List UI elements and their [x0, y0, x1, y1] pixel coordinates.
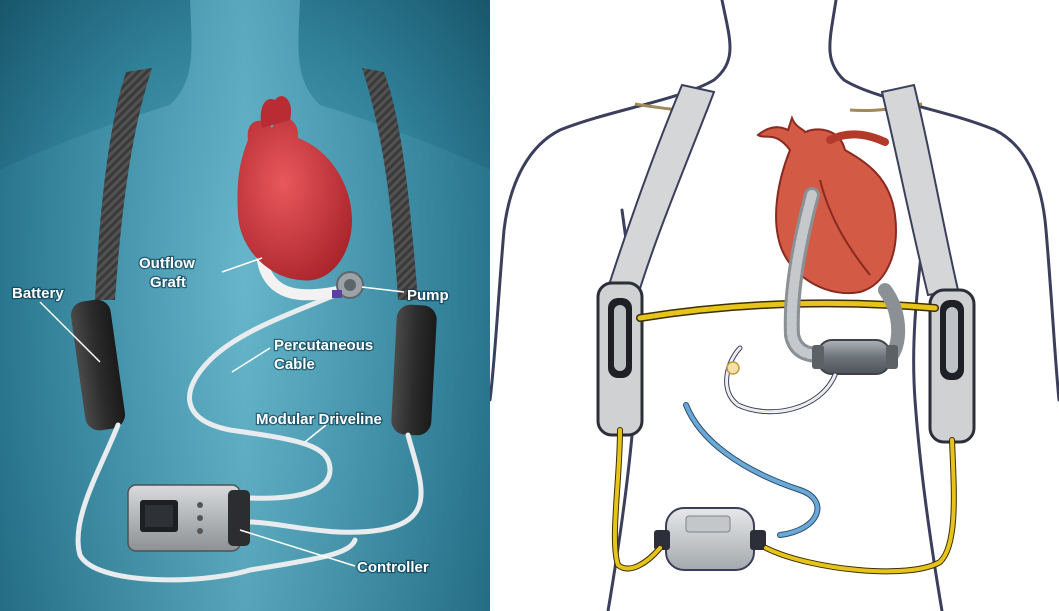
left-battery-holster — [598, 283, 642, 435]
left-illustration-svg: Battery Outflow Graft Pump Percutaneous … — [0, 0, 490, 611]
left-strap — [608, 85, 714, 295]
exit-site-marker — [727, 362, 739, 374]
pump-label: Pump — [407, 287, 449, 304]
controller-device — [128, 485, 250, 551]
right-illustration-svg — [490, 0, 1059, 611]
left-device-illustration: Battery Outflow Graft Pump Percutaneous … — [0, 0, 490, 611]
pump-illustration — [812, 340, 898, 374]
outflow-graft-label-line2: Graft — [150, 274, 186, 291]
right-battery — [391, 304, 438, 436]
right-strap — [882, 85, 958, 295]
battery-label: Battery — [12, 285, 64, 302]
controller-illustration — [654, 508, 766, 570]
right-battery-holster — [930, 290, 974, 442]
percutaneous-cable-label-line1: Percutaneous — [274, 337, 373, 354]
heart-illustration — [758, 118, 896, 293]
left-yellow-cable-outline — [615, 430, 660, 569]
percutaneous-cable-label-line2: Cable — [274, 356, 315, 373]
outflow-graft-label-line1: Outflow — [139, 255, 195, 272]
controller-label: Controller — [357, 559, 429, 576]
modular-driveline-label: Modular Driveline — [256, 411, 382, 428]
right-line-illustration — [490, 0, 1059, 611]
